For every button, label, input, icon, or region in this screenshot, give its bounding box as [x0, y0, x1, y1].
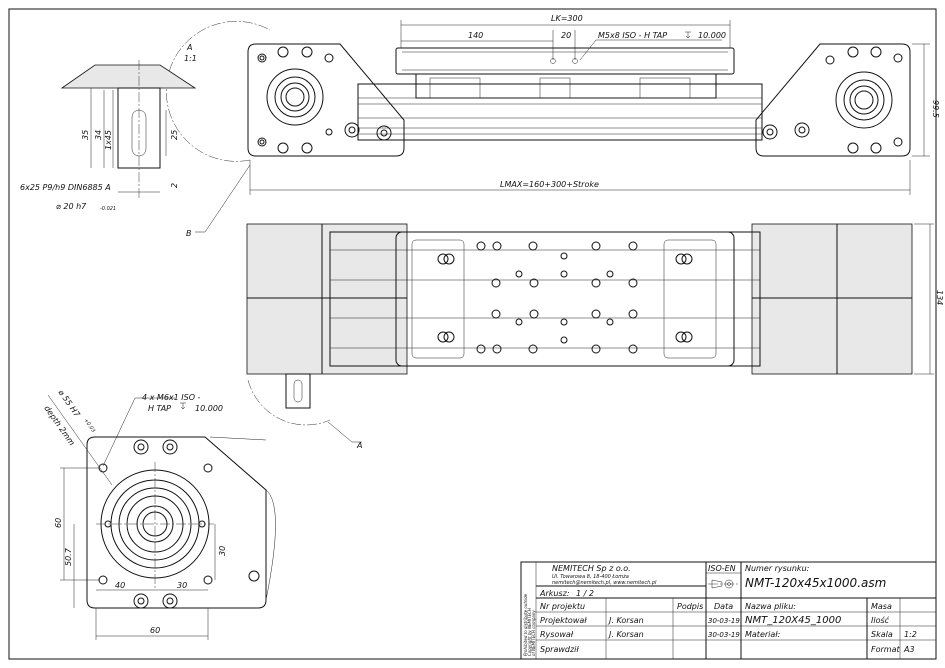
left-bearing-outer — [266, 68, 324, 126]
tb-copyright-3: of NEMITECH company — [531, 610, 536, 656]
dim-1x45: 1x45 — [104, 130, 113, 150]
dim-lmax: LMAX=160+300+Stroke — [500, 180, 599, 189]
tb-checked-label: Sprawdził — [540, 645, 579, 654]
dim-35: 35 — [81, 130, 90, 140]
detail-b-circle — [166, 21, 271, 162]
tb-material-label: Materiał: — [745, 630, 781, 639]
side-view: 4 x M6x1 ISO - H TAP 10.000 ⌀ 55 H7 +0.0… — [42, 388, 276, 640]
dim-thread-side-depth: 10.000 — [195, 404, 223, 413]
right-end-block — [751, 223, 913, 375]
profile-rail — [357, 83, 763, 141]
tb-company: NEMITECH Sp z o.o. — [552, 564, 631, 573]
dim-thread-top-depth: 10.000 — [698, 31, 726, 40]
top-view: B — [166, 21, 911, 238]
dim-40: 40 — [115, 581, 125, 590]
dim-30-horizontal: 30 — [177, 581, 187, 590]
dim-60-horizontal: 60 — [150, 626, 160, 635]
projection-symbol-icon — [708, 579, 738, 589]
top-dimensions: LK=300 140 20 M5x8 ISO - H TAP 10.000 99… — [249, 14, 940, 195]
right-end-plate — [755, 43, 911, 157]
dim-2: 2 — [170, 183, 179, 188]
shaft-stub — [285, 373, 311, 409]
tb-project-no-label: Nr projektu — [540, 602, 585, 611]
tb-sheet-label: Arkusz: — [539, 589, 570, 598]
dim-60-vertical: 60 — [54, 518, 63, 528]
tb-drawing-no: NMT-120x45x1000.asm — [745, 576, 886, 590]
tb-iso: ISO-EN — [708, 564, 736, 573]
dim-thread-side2: H TAP — [148, 404, 171, 413]
right-bearing-outer — [835, 71, 893, 129]
tb-sheet-value: 1 / 2 — [576, 589, 594, 598]
detail-a-flange — [60, 64, 197, 89]
tb-scale: 1:2 — [904, 630, 917, 639]
tb-copyright-2: Prohibited to distribute outside — [523, 593, 528, 656]
dim-99-5: 99.5 — [931, 100, 940, 118]
side-end-plate — [86, 436, 267, 609]
dim-shaft-tol: -0.021 — [100, 206, 116, 212]
dim-thread-side: 4 x M6x1 ISO - — [142, 393, 201, 402]
dim-25: 25 — [170, 130, 179, 140]
tb-filename-label: Nazwa pliku: — [745, 602, 796, 611]
tb-designed-label: Projektował — [540, 616, 587, 625]
dim-34: 34 — [94, 130, 103, 140]
tb-format-label: Format — [871, 645, 900, 654]
dim-20: 20 — [561, 31, 571, 40]
label-b: B — [186, 229, 192, 238]
dim-key: 6x25 P9/h9 DIN6885 A — [20, 183, 111, 192]
tb-scale-label: Skala — [871, 630, 893, 639]
detail-a-scale: 1:1 — [184, 54, 197, 63]
tb-contact: nemitech@nemitech.pl, www.nemitech.pl — [552, 580, 657, 586]
sheet-border — [8, 8, 937, 660]
carriage-plate — [395, 231, 735, 367]
tb-qty-label: Ilość — [871, 615, 890, 625]
carriage-body — [415, 73, 717, 99]
dim-shaft: ⌀ 20 h7 — [56, 202, 87, 211]
tb-drawn-by: J. Korsan — [607, 630, 644, 639]
tb-address: Ul. Towarowa 8, 18-400 Łomża — [552, 574, 629, 580]
tb-drawn-date: 30-03-19 — [708, 631, 740, 639]
front-view: A 134 — [246, 223, 944, 450]
tb-designed-date: 30-03-19 — [708, 617, 740, 625]
tb-copyright-1: Copyright by NEMITECH — [527, 608, 532, 656]
dim-bore: ⌀ 55 H7 — [56, 388, 82, 419]
tb-mass-label: Masa — [871, 602, 892, 611]
tb-designed-by: J. Korsan — [607, 616, 644, 625]
left-end-block — [246, 223, 408, 375]
left-end-plate — [247, 43, 405, 157]
tb-drawing-no-label: Numer rysunku: — [745, 564, 810, 573]
dim-50-7: 50.7 — [64, 547, 73, 566]
dim-30-vertical: 30 — [218, 546, 227, 556]
tb-drawn-label: Rysował — [540, 630, 574, 639]
carriage-holes — [437, 241, 693, 354]
dim-bore-tol: +0.03 — [82, 418, 96, 434]
tb-filename: NMT_120X45_1000 — [745, 615, 841, 626]
dim-134: 134 — [935, 290, 944, 305]
dim-thread-top: M5x8 ISO - H TAP — [598, 31, 667, 40]
detail-a: A 1:1 35 34 1x45 25 2 6x25 P9/h9 DIN6885… — [20, 43, 197, 212]
tb-date-label: Data — [714, 602, 733, 611]
tb-signature-label: Podpis — [677, 602, 703, 611]
dim-lk: LK=300 — [551, 14, 583, 23]
tb-format: A3 — [903, 645, 915, 654]
label-a: A — [356, 441, 362, 450]
detail-a-title: A — [186, 43, 192, 52]
title-block: Copyright by NEMITECH Prohibited to dist… — [520, 561, 937, 660]
dim-140: 140 — [468, 31, 483, 40]
